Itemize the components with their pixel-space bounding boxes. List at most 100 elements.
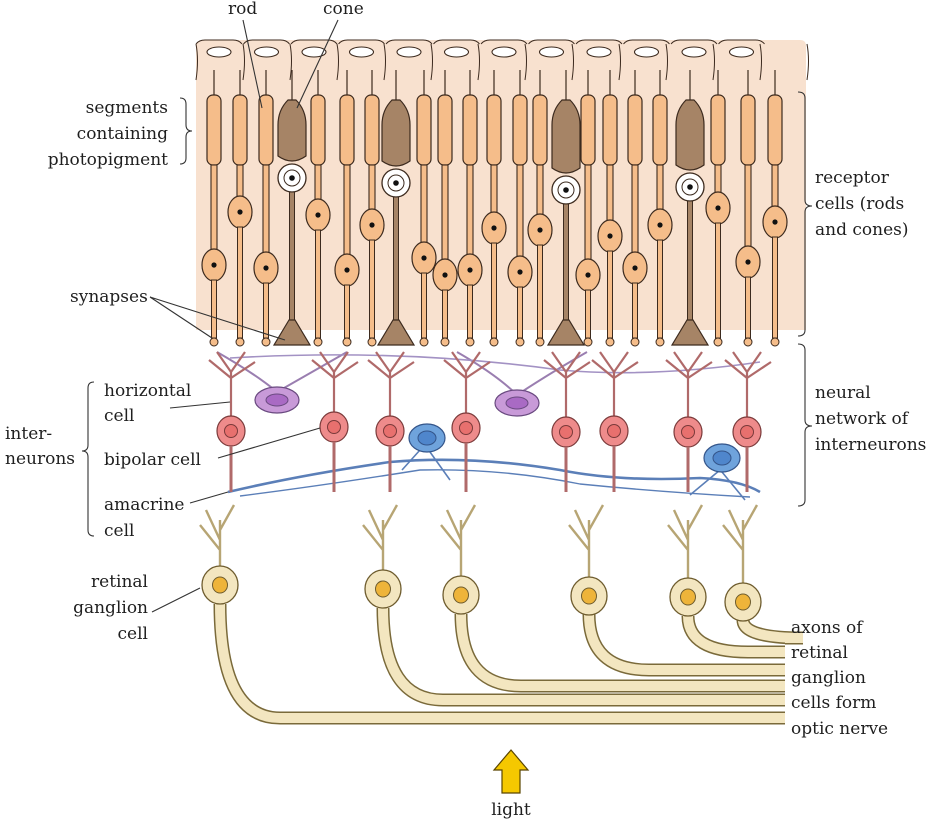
segments-label-1: segments: [86, 98, 168, 118]
rod-nucleus: [369, 222, 374, 227]
rod-outer-segment: [438, 95, 452, 165]
pigment-nucleus: [587, 47, 611, 57]
rod-spherule: [262, 338, 270, 346]
rod-nucleus: [421, 255, 426, 260]
pigment-nucleus: [730, 47, 754, 57]
cone-outer-segment: [552, 100, 580, 173]
rod-spherule: [490, 338, 498, 346]
rod-spherule: [441, 338, 449, 346]
horizontal-nucleus: [266, 394, 288, 406]
axons-label-2: retinal: [791, 643, 848, 663]
pigment-nucleus: [207, 47, 231, 57]
rod-outer-segment: [653, 95, 667, 165]
ganglion-nucleus: [454, 587, 469, 603]
rod-outer-segment: [340, 95, 354, 165]
rod-axon: [316, 230, 321, 338]
rod-outer-segment: [603, 95, 617, 165]
pigment-nucleus: [302, 47, 326, 57]
rod-inner-segment: [442, 165, 448, 262]
ganglion-nucleus: [376, 581, 391, 597]
bipolar-nucleus: [384, 425, 397, 438]
cone-outer-segment: [382, 100, 410, 166]
pigment-nucleus: [255, 47, 279, 57]
rod-spherule: [210, 338, 218, 346]
receptor-label-3: and cones): [815, 220, 909, 240]
neural-bracket: [798, 344, 812, 506]
interneurons-label-2: neurons: [5, 449, 75, 469]
rod-outer-segment: [233, 95, 247, 165]
rod-axon: [608, 251, 613, 338]
rod-outer-segment: [463, 95, 477, 165]
rod-inner-segment: [315, 165, 321, 202]
bipolar-dendrites: [592, 352, 638, 417]
rod-outer-segment: [417, 95, 431, 165]
rod-nucleus: [211, 262, 216, 267]
amacrine-branch: [402, 450, 745, 500]
rod-spherule: [656, 338, 664, 346]
rod-nucleus: [745, 259, 750, 264]
rod-nucleus: [315, 212, 320, 217]
cone-nucleolus: [393, 180, 399, 186]
rod-inner-segment: [237, 165, 243, 199]
rod-spherule: [466, 338, 474, 346]
neural-label-1: neural: [815, 383, 871, 403]
rod-spherule: [420, 338, 428, 346]
bipolar-dendrites: [666, 352, 712, 418]
ganglion-nucleus: [213, 577, 228, 593]
rod-nucleus: [467, 267, 472, 272]
rod-spherule: [714, 338, 722, 346]
rod-inner-segment: [745, 165, 751, 249]
rod-inner-segment: [369, 165, 375, 212]
rod-inner-segment: [517, 165, 523, 259]
rod-spherule: [314, 338, 322, 346]
rod-nucleus: [772, 219, 777, 224]
segments-label-3: photopigment: [48, 150, 168, 170]
axons-label-4: cells form: [791, 693, 876, 713]
cone-nucleolus: [563, 187, 569, 193]
rod-axon: [586, 290, 591, 338]
bipolar-nucleus: [682, 426, 695, 439]
horizontal-nucleus: [506, 397, 528, 409]
pigment-nucleus: [492, 47, 516, 57]
cone-outer-segment: [676, 100, 704, 170]
rod-axon: [716, 223, 721, 338]
cone-nucleolus: [289, 175, 295, 181]
rod-inner-segment: [632, 165, 638, 255]
rod-spherule: [584, 338, 592, 346]
bipolar-nucleus: [608, 425, 621, 438]
rod-outer-segment: [628, 95, 642, 165]
rod-axon: [633, 283, 638, 338]
rod-inner-segment: [537, 165, 543, 217]
cone-axon: [394, 197, 399, 320]
rod-inner-segment: [211, 165, 217, 252]
rod-inner-segment: [585, 165, 591, 262]
rod-axon: [422, 273, 427, 338]
pigment-nucleus: [397, 47, 421, 57]
rod-axon: [518, 287, 523, 338]
rod-nucleus: [715, 205, 720, 210]
ganglion-nucleus: [681, 589, 696, 605]
rod-outer-segment: [487, 95, 501, 165]
rod-spherule: [744, 338, 752, 346]
ganglion-axons: [220, 604, 803, 718]
ganglion-dendrites: [668, 505, 702, 580]
rod-spherule: [631, 338, 639, 346]
bipolar-nucleus: [328, 421, 341, 434]
rod-axon: [658, 240, 663, 338]
horizontal-label-1: horizontal: [104, 381, 191, 401]
rod-axon: [238, 227, 243, 338]
rod-inner-segment: [715, 165, 721, 195]
rod-axon: [538, 245, 543, 338]
ganglion-label-3: cell: [118, 624, 148, 644]
rod-nucleus: [517, 269, 522, 274]
bipolar-dendrites: [312, 352, 358, 413]
ganglion-dendrites: [200, 505, 234, 568]
horizontal-leader: [170, 402, 230, 408]
rod-inner-segment: [344, 165, 350, 257]
horizontal-process: [230, 355, 760, 373]
rod-axon: [773, 237, 778, 338]
cone-nucleolus: [687, 184, 693, 190]
neural-label-3: interneurons: [815, 435, 926, 455]
rod-inner-segment: [491, 165, 497, 215]
